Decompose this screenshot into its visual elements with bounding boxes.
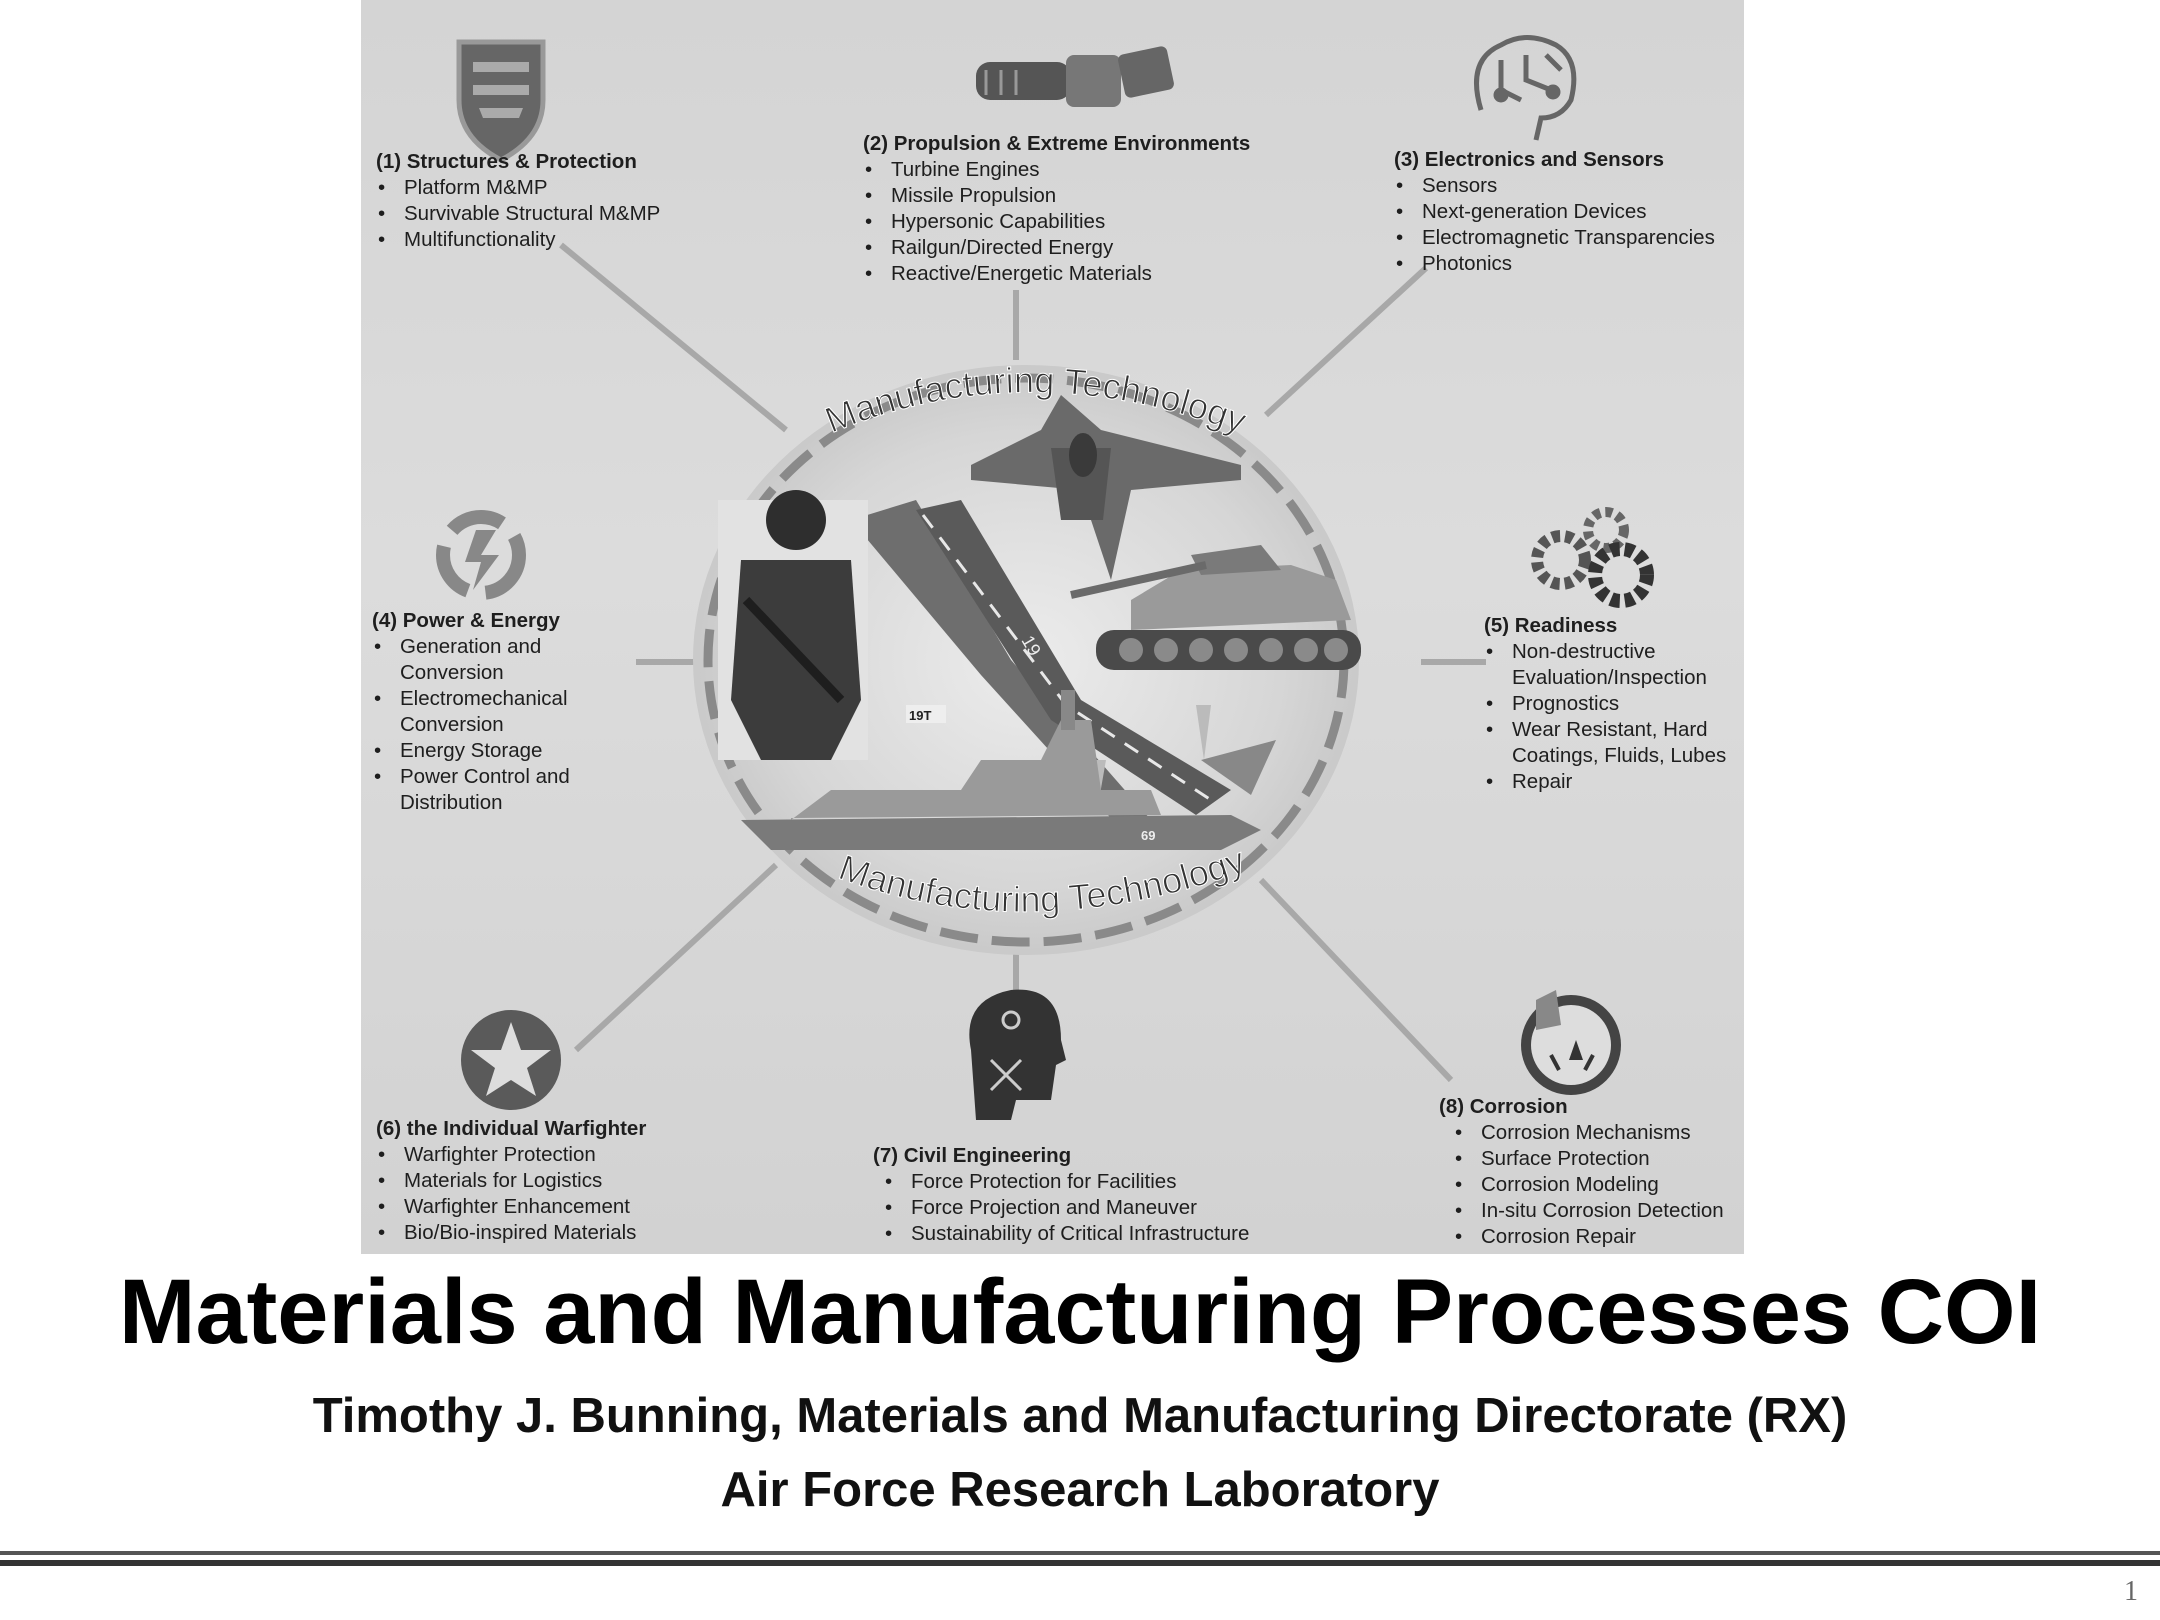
list-item: Platform M&MP [376, 175, 660, 201]
fighter-jet-illustration [971, 395, 1241, 580]
list-item: Corrosion Mechanisms [1453, 1120, 1724, 1146]
list-item: Multifunctionality [376, 227, 660, 253]
category-propulsion-extreme-environments: (2) Propulsion & Extreme Environments Tu… [863, 131, 1250, 287]
category-heading: (1) Structures & Protection [376, 150, 637, 173]
tank-illustration [1070, 545, 1361, 670]
list-item: Electromechanical Conversion [372, 686, 602, 738]
gears-icon [1531, 507, 1654, 608]
recycle-energy-icon [436, 510, 526, 600]
category-power-energy: (4) Power & Energy Generation and Conver… [372, 608, 602, 816]
category-heading: (6) the Individual Warfighter [376, 1117, 647, 1140]
list-item: Power Control and Distribution [372, 764, 602, 816]
category-heading: (8) Corrosion [1439, 1095, 1568, 1118]
list-item: Warfighter Protection [376, 1142, 646, 1168]
list-item: Generation and Conversion [372, 634, 602, 686]
page-title: Materials and Manufacturing Processes CO… [118, 1261, 2042, 1363]
soldier-illustration [718, 490, 868, 760]
footer-divider-thick [0, 1560, 2160, 1566]
list-item: Corrosion Repair [1453, 1224, 1724, 1250]
connector-lines [559, 242, 1486, 1083]
turbine-engine-icon [976, 46, 1174, 107]
list-item: Electromagnetic Transparencies [1394, 225, 1715, 251]
list-item: Prognostics [1484, 691, 1734, 717]
page-number: 1 [2124, 1576, 2138, 1607]
list-item: Materials for Logistics [376, 1168, 646, 1194]
shield-icon [456, 39, 546, 163]
list-item: Force Protection for Facilities [883, 1169, 1249, 1195]
list-item: Missile Propulsion [863, 183, 1250, 209]
list-item: Corrosion Modeling [1453, 1172, 1724, 1198]
list-item: Photonics [1394, 251, 1715, 277]
category-individual-warfighter: (6) the Individual Warfighter Warfighter… [376, 1116, 646, 1246]
category-heading: (3) Electronics and Sensors [1394, 148, 1665, 171]
list-item: Bio/Bio-inspired Materials [376, 1220, 646, 1246]
corrosion-icon [1521, 990, 1621, 1095]
list-item: Force Projection and Maneuver [883, 1195, 1249, 1221]
engineer-head-icon [969, 989, 1066, 1120]
list-item: Repair [1484, 769, 1734, 795]
category-corrosion: (8) Corrosion Corrosion Mechanisms Surfa… [1439, 1094, 1724, 1250]
list-item: Warfighter Enhancement [376, 1194, 646, 1220]
list-item: Reactive/Energetic Materials [863, 261, 1250, 287]
diagram-graphics: 19 19T [436, 35, 1654, 1120]
list-item: Sustainability of Critical Infrastructur… [883, 1221, 1249, 1247]
brain-circuit-icon [1474, 35, 1577, 141]
category-heading: (5) Readiness [1484, 614, 1618, 637]
coi-diagram: 19 19T [361, 0, 1744, 1254]
category-heading: (2) Propulsion & Extreme Environments [863, 132, 1251, 155]
presenter-subtitle: Timothy J. Bunning, Materials and Manufa… [312, 1389, 1848, 1443]
svg-text:69: 69 [1141, 828, 1155, 843]
list-item: Next-generation Devices [1394, 199, 1715, 225]
list-item: Hypersonic Capabilities [863, 209, 1250, 235]
category-readiness: (5) Readiness Non-destructive Evaluation… [1484, 613, 1734, 795]
star-icon [461, 1010, 561, 1110]
list-item: Turbine Engines [863, 157, 1250, 183]
warship-illustration: 69 [741, 690, 1276, 850]
list-item: Energy Storage [372, 738, 602, 764]
list-item: In-situ Corrosion Detection [1453, 1198, 1724, 1224]
svg-text:19T: 19T [909, 708, 931, 723]
list-item: Wear Resistant, Hard Coatings, Fluids, L… [1484, 717, 1734, 769]
list-item: Sensors [1394, 173, 1715, 199]
category-heading: (7) Civil Engineering [873, 1144, 1072, 1167]
list-item: Railgun/Directed Energy [863, 235, 1250, 261]
footer-divider-thin [0, 1551, 2160, 1555]
organization-name: Air Force Research Laboratory [720, 1463, 1440, 1517]
list-item: Surface Protection [1453, 1146, 1724, 1172]
list-item: Non-destructive Evaluation/Inspection [1484, 639, 1734, 691]
category-civil-engineering: (7) Civil Engineering Force Protection f… [873, 1143, 1249, 1247]
list-item: Survivable Structural M&MP [376, 201, 660, 227]
category-heading: (4) Power & Energy [372, 609, 560, 632]
category-structures-protection: (1) Structures & Protection Platform M&M… [376, 149, 660, 253]
category-electronics-sensors: (3) Electronics and Sensors Sensors Next… [1394, 147, 1715, 277]
